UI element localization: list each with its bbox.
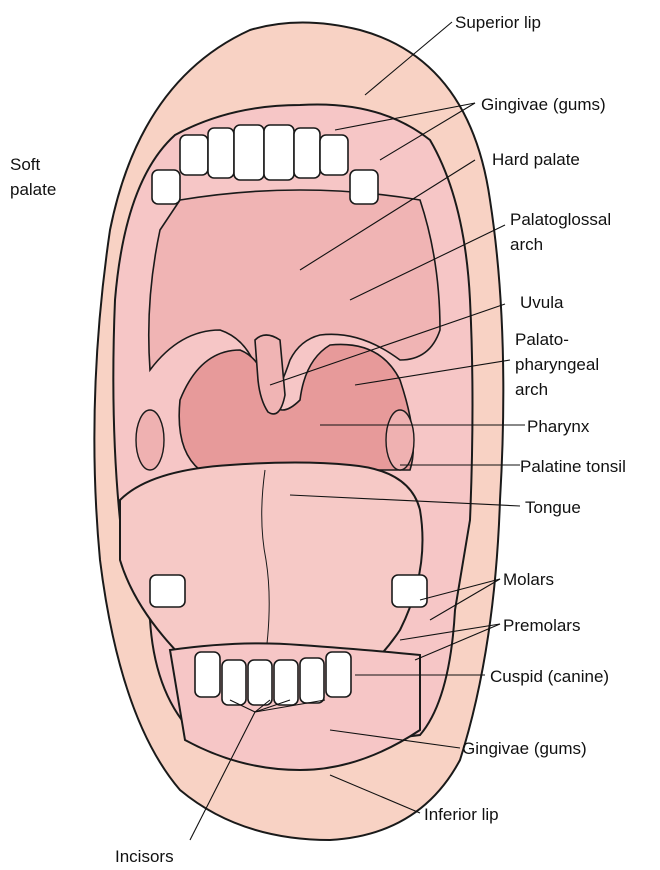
- label-premolars: Premolars: [503, 616, 580, 635]
- label-molars: Molars: [503, 570, 554, 589]
- upper-tooth: [152, 170, 180, 204]
- label-tongue: Tongue: [525, 498, 581, 517]
- upper-tooth: [180, 135, 208, 175]
- lower-tooth: [274, 660, 298, 705]
- lower-tooth: [392, 575, 427, 607]
- label-gingivae-lower: Gingivae (gums): [462, 739, 587, 758]
- label-gingivae-upper: Gingivae (gums): [481, 95, 606, 114]
- lower-tooth: [150, 575, 185, 607]
- lower-tooth: [248, 660, 272, 705]
- upper-tooth: [320, 135, 348, 175]
- label-superior-lip: Superior lip: [455, 13, 541, 32]
- label-hard-palate: Hard palate: [492, 150, 580, 169]
- upper-tooth: [208, 128, 234, 178]
- label-incisors: Incisors: [115, 847, 174, 866]
- lower-tooth: [195, 652, 220, 697]
- lower-tooth: [222, 660, 246, 705]
- upper-tooth: [350, 170, 378, 204]
- lower-tooth: [300, 658, 324, 703]
- label-pharynx: Pharynx: [527, 417, 590, 436]
- label-palatopharyngeal-line2: pharyngeal: [515, 355, 599, 374]
- label-palatoglossal-line2: arch: [510, 235, 543, 254]
- label-palatoglossal-line1: Palatoglossal: [510, 210, 611, 229]
- upper-tooth: [264, 125, 294, 180]
- palatine-tonsil-right: [386, 410, 414, 470]
- label-palatine-tonsil: Palatine tonsil: [520, 457, 626, 476]
- upper-tooth: [234, 125, 264, 180]
- label-soft-palate-line2: palate: [10, 180, 56, 199]
- upper-tooth: [294, 128, 320, 178]
- label-inferior-lip: Inferior lip: [424, 805, 499, 824]
- label-palatopharyngeal-line1: Palato-: [515, 330, 569, 349]
- label-uvula: Uvula: [520, 293, 564, 312]
- label-cuspid: Cuspid (canine): [490, 667, 609, 686]
- lower-tooth: [326, 652, 351, 697]
- label-palatopharyngeal-line3: arch: [515, 380, 548, 399]
- palatine-tonsil-left: [136, 410, 164, 470]
- label-soft-palate-line1: Soft: [10, 155, 41, 174]
